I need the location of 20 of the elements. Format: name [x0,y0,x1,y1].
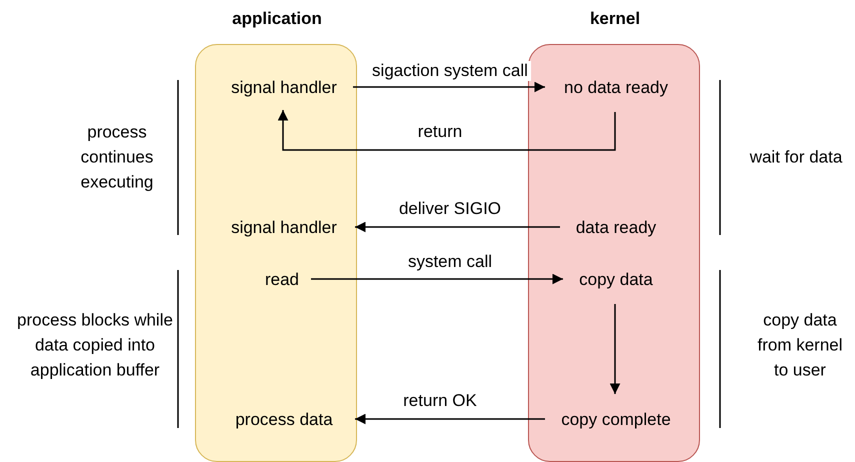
arrow [311,274,563,284]
step-label: no data ready [548,75,684,101]
step-label: copy complete [546,407,686,433]
step-label: copy data [566,267,666,293]
annotation-text: copy data from kernel to user [756,310,844,382]
lane-heading: kernel [588,9,642,29]
arrow [278,110,616,151]
arrow [610,304,620,394]
arrow [355,414,545,424]
step-label: signal handler [214,75,354,101]
annotation-text: process continues executing [80,122,154,194]
arrow [353,82,545,92]
step-label: data ready [561,215,671,241]
lane-heading: application [231,9,323,29]
annotation-text: wait for data [748,146,844,168]
arrow [355,222,560,232]
step-label: read [252,267,312,293]
annotation-text: process blocks while data copied into application buffer [16,310,174,382]
step-label: signal handler [214,215,354,241]
step-label: process data [214,407,354,433]
